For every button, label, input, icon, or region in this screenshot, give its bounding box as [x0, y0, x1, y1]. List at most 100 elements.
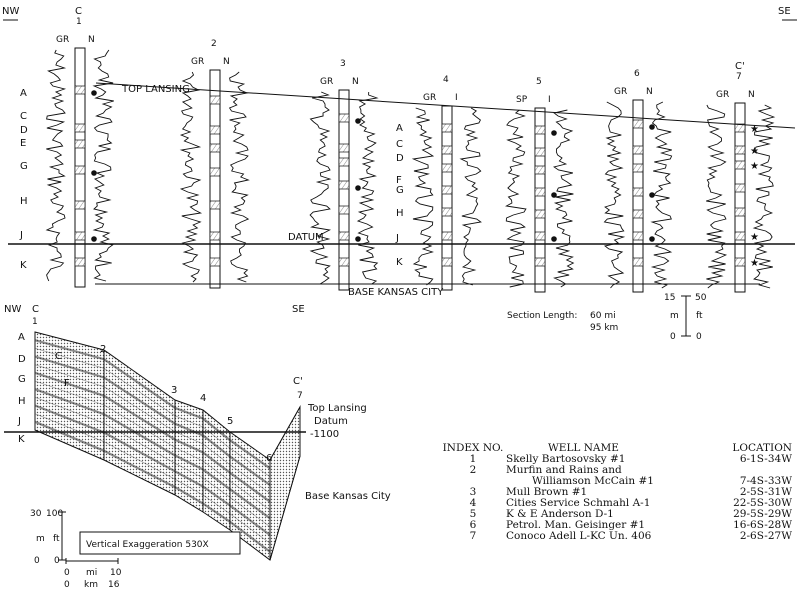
top-lansing-line	[95, 82, 796, 129]
vertical-exaggeration: Vertical Exaggeration 530X	[86, 540, 209, 550]
horiz-mi-10: 10	[110, 568, 122, 578]
zone-label-mid-a: A	[396, 123, 403, 134]
zone-block	[534, 147, 546, 157]
zone-block	[338, 205, 350, 215]
horiz-km-16: 16	[108, 580, 120, 590]
profile-nw: NW	[4, 304, 21, 315]
top-lansing-label: TOP LANSING	[121, 84, 190, 95]
well-location: 2-6S-27W	[739, 530, 792, 542]
log-curve-left	[505, 109, 527, 288]
log-curve-left	[309, 91, 332, 285]
zone-block	[441, 207, 453, 217]
profile-bed-line	[34, 355, 271, 486]
well-number: 7	[736, 72, 742, 82]
vert-scale-m: 30	[30, 509, 42, 519]
log-curve-left	[603, 101, 626, 289]
log-type-right: N	[88, 35, 95, 45]
zone-label-a: A	[20, 88, 27, 99]
compass-nw: NW	[2, 6, 19, 17]
zone-label-mid-f: F	[396, 175, 402, 186]
production-star: ★	[750, 161, 759, 172]
zone-label-k: K	[20, 260, 27, 271]
zone-block	[74, 123, 86, 133]
index-table-header: INDEX NO. WELL NAME LOCATION	[440, 443, 792, 454]
zone-label-mid-d: D	[396, 153, 404, 164]
vert-zero-m: 0	[34, 556, 40, 566]
zone-block	[534, 187, 546, 197]
index-no: 7	[469, 530, 477, 542]
profile-east-edge	[269, 405, 301, 561]
scale-m-top: 15	[664, 293, 675, 303]
scale-zero-m: 0	[670, 332, 676, 342]
zone-block	[441, 145, 453, 155]
log-type-left: GR	[191, 57, 204, 67]
zone-block	[632, 209, 644, 219]
profile-body	[34, 331, 301, 561]
profile-bed-line	[34, 404, 271, 536]
zone-block	[338, 157, 350, 167]
index-no: 5	[469, 508, 477, 520]
profile-well-lines	[103, 350, 271, 560]
zone-block	[734, 160, 746, 170]
zone-block	[209, 257, 221, 267]
profile-bed-line	[34, 339, 271, 470]
profile-end-num: 7	[297, 391, 303, 401]
profile-zone-a: A	[18, 332, 25, 343]
well-location: 22-5S-30W	[733, 497, 792, 509]
horiz-mi-label: mi	[86, 568, 97, 578]
compass-se: SE	[778, 6, 791, 17]
zone-label-mid-c: C	[396, 139, 403, 150]
log-curve-left	[45, 49, 67, 282]
profile-bed-line	[34, 388, 271, 520]
zone-block	[734, 207, 746, 217]
log-type-right: I	[548, 95, 551, 105]
profile-well-4: 4	[200, 393, 206, 404]
profile-well-3: 3	[171, 385, 177, 396]
profile-zone-j: J	[17, 416, 21, 427]
profile-start-label: C	[32, 304, 39, 315]
log-type-right: N	[748, 90, 755, 100]
section-length-label: Section Length:	[507, 311, 577, 321]
zone-block	[209, 200, 221, 210]
well-location: 7-4S-33W	[739, 475, 792, 487]
zone-block	[209, 95, 221, 105]
well-number: 3	[340, 59, 346, 69]
vert-ft: ft	[53, 534, 60, 544]
zone-label-e: E	[20, 138, 26, 149]
profile-bed-line	[34, 420, 271, 553]
horiz-mi-0: 0	[64, 568, 70, 578]
log-curve-left	[706, 104, 728, 289]
well-name: Cities Service Schmahl A-1	[506, 497, 651, 509]
well-location: 6-1S-34W	[739, 453, 792, 465]
zone-block	[441, 163, 453, 173]
zone-block	[441, 231, 453, 241]
scale-m: m	[670, 311, 679, 321]
zone-block	[74, 231, 86, 241]
production-dot	[551, 130, 557, 136]
production-dot	[551, 236, 557, 242]
zone-block	[734, 231, 746, 241]
zone-block	[338, 257, 350, 267]
zone-block	[734, 145, 746, 155]
zone-block	[632, 163, 644, 173]
log-curve-right	[752, 104, 776, 289]
profile-well-5: 5	[227, 416, 233, 427]
horiz-km-label: km	[84, 580, 98, 590]
production-star: ★	[750, 124, 759, 135]
zone-block	[209, 143, 221, 153]
well-column	[534, 107, 546, 293]
